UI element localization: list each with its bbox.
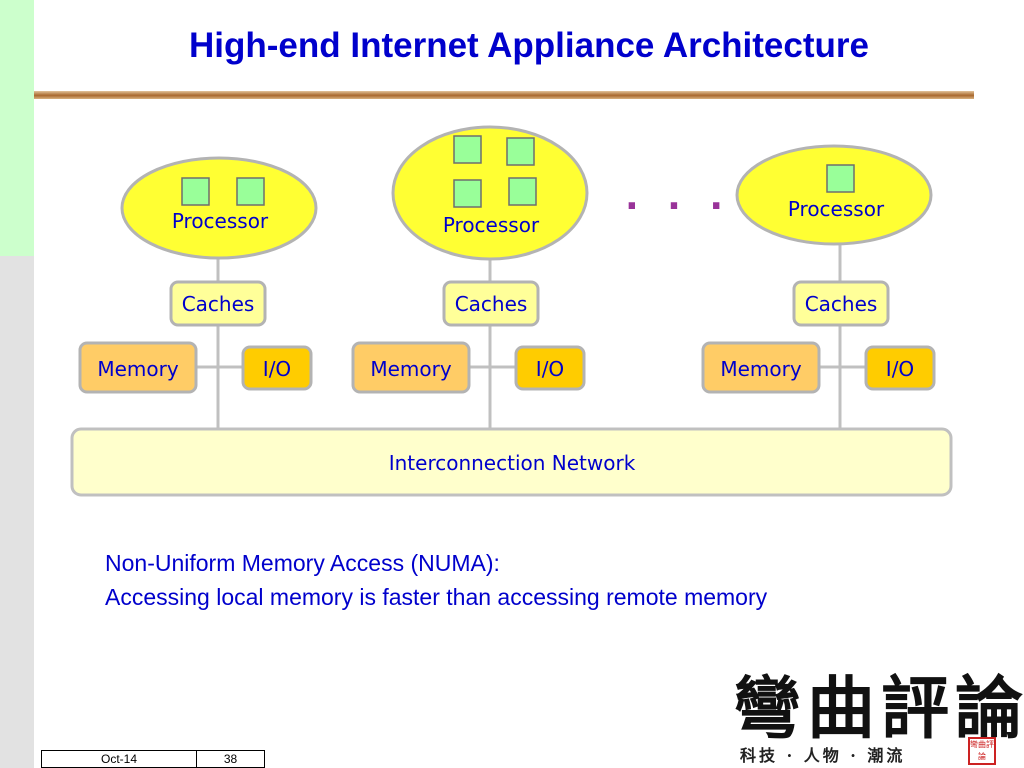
- interconnection-network: [70, 427, 953, 497]
- core-2d: [508, 177, 537, 206]
- io-3-label: I/O: [886, 357, 914, 381]
- numa-description: Accessing local memory is faster than ac…: [105, 584, 768, 610]
- memory-1-label: Memory: [97, 357, 179, 381]
- memory-2: [351, 341, 471, 394]
- core-1a: [181, 177, 210, 206]
- side-bar-gray: [0, 256, 34, 768]
- core-2c: [453, 179, 482, 208]
- processor-1: [120, 156, 318, 260]
- caches-1: [169, 280, 267, 327]
- io-2-label: I/O: [536, 357, 564, 381]
- processor-3-label: Processor: [788, 197, 885, 221]
- slide-title: High-end Internet Appliance Architecture: [189, 26, 869, 65]
- caches-3-label: Caches: [805, 292, 878, 316]
- memory-3-label: Memory: [720, 357, 802, 381]
- memory-1: [78, 341, 198, 394]
- processor-2-label: Processor: [443, 213, 540, 237]
- node-2: Processor Caches Memory I/O: [351, 125, 589, 394]
- core-1b: [236, 177, 265, 206]
- numa-heading: Non-Uniform Memory Access (NUMA):: [105, 550, 500, 576]
- core-3a: [826, 164, 855, 193]
- memory-2-label: Memory: [370, 357, 452, 381]
- core-2b: [506, 137, 535, 166]
- connector-lines: [196, 245, 866, 430]
- caches-1-label: Caches: [182, 292, 255, 316]
- processor-3: [735, 144, 933, 246]
- io-2: [514, 345, 586, 391]
- logo-tagline: 科技 · 人物 · 潮流: [740, 746, 906, 765]
- io-3: [864, 345, 936, 391]
- footer-date: Oct-14: [41, 750, 197, 768]
- side-bar-green: [0, 0, 34, 256]
- footer-page-number: 38: [197, 750, 265, 768]
- logo-wordmark: 彎曲評論: [733, 669, 1024, 749]
- title-divider: [34, 91, 974, 99]
- node-3: Processor Caches Memory I/O: [701, 144, 936, 394]
- processor-2: [391, 125, 589, 261]
- core-2a: [453, 135, 482, 164]
- more-nodes-ellipsis: · · ·: [625, 186, 731, 227]
- caches-2: [442, 280, 540, 327]
- caches-2-label: Caches: [455, 292, 528, 316]
- processor-1-label: Processor: [172, 209, 269, 233]
- io-1: [241, 345, 313, 391]
- slide-footer: Oct-14 38: [41, 750, 265, 768]
- node-1: Processor Caches Memory I/O: [78, 156, 318, 394]
- memory-3: [701, 341, 821, 394]
- io-1-label: I/O: [263, 357, 291, 381]
- seal-stamp: 彎曲評論: [968, 737, 996, 765]
- interconnection-network-label: Interconnection Network: [389, 451, 636, 475]
- seal-text: 彎曲評論: [970, 740, 994, 761]
- caches-3: [792, 280, 890, 327]
